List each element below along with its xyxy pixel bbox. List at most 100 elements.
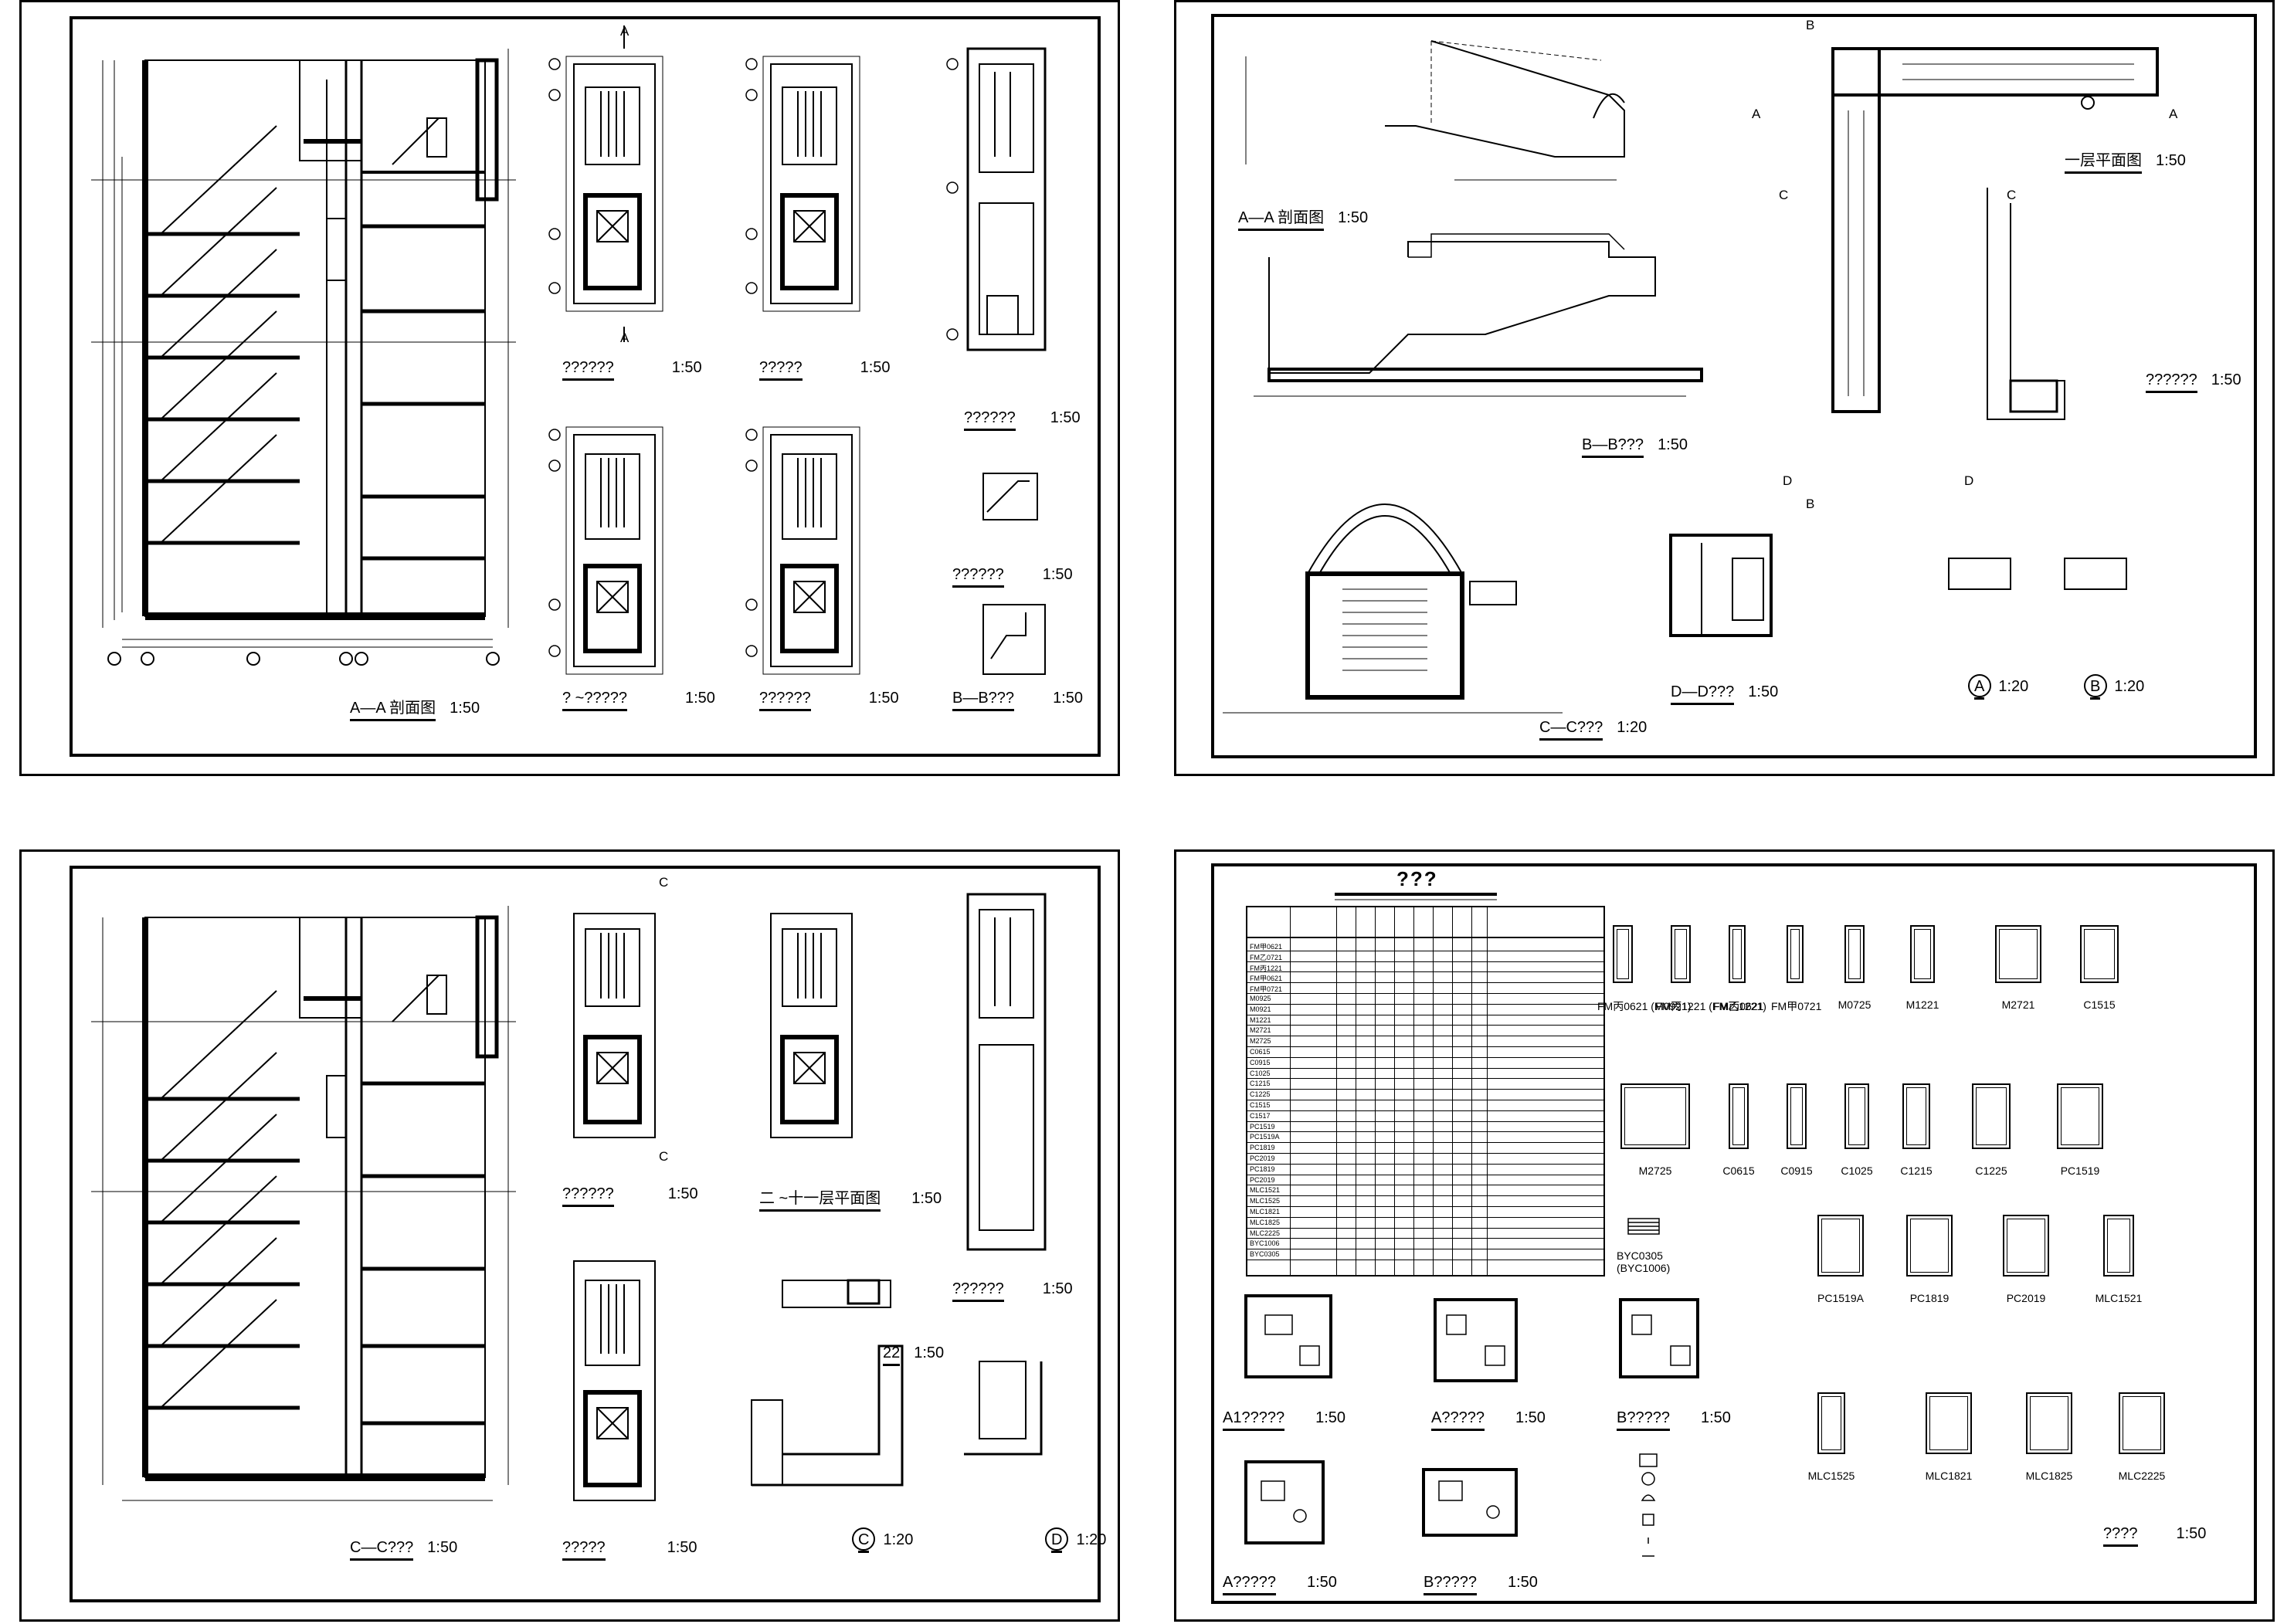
section-mark: C <box>659 875 669 890</box>
table-row-rule <box>1247 1195 1603 1197</box>
caption-scale: 1:50 <box>1053 690 1083 707</box>
section-mark: A <box>620 24 629 39</box>
window-elevation: M2725 <box>1605 1083 1705 1195</box>
table-cell-code: FM甲0621 <box>1250 943 1283 951</box>
window-code-label: C1215 <box>1900 1165 1933 1177</box>
drawing-caption: ??????1:50 <box>759 690 899 711</box>
window-code-label: M0725 <box>1838 998 1872 1011</box>
window-sash <box>1821 1219 1860 1273</box>
table-cell-code: BYC0305 <box>1250 1250 1280 1259</box>
window-elevation: PC1519 <box>2041 1083 2119 1195</box>
table-cell-code: M2721 <box>1250 1026 1271 1035</box>
window-code-label: M2725 <box>1638 1165 1672 1177</box>
window-code-label: PC1519A <box>1817 1292 1864 1304</box>
table-cell-code: MLC1825 <box>1250 1218 1281 1226</box>
table-cell-code: M0925 <box>1250 995 1271 1002</box>
table-row-rule <box>1247 961 1603 962</box>
window-code-label: MLC2225 <box>2118 1470 2166 1482</box>
window-frame <box>1620 1083 1690 1149</box>
caption-scale: 1:50 <box>671 359 702 376</box>
caption-scale: 1:50 <box>1658 436 1688 453</box>
window-sash <box>2007 1219 2045 1273</box>
caption-scale: 1:50 <box>911 1190 942 1207</box>
drawing-sheet-bottom-right: ??? <box>1174 849 2275 1622</box>
caption-title: 一层平面图 <box>2065 147 2142 174</box>
drawing-caption: C—C???1:20 <box>1539 719 1647 741</box>
caption-title: ?????? <box>562 359 614 381</box>
window-elevation: MLC1825 <box>2011 1392 2088 1500</box>
caption-scale: 1:50 <box>1306 1574 1337 1591</box>
drawing-caption: A????? 1:50 <box>1223 1574 1337 1595</box>
caption-title: B—B??? <box>1582 436 1644 458</box>
caption-scale: 1:50 <box>667 1185 698 1202</box>
section-mark: A <box>620 331 629 345</box>
window-frame <box>1817 1392 1845 1454</box>
table-cell-code: C1515 <box>1250 1101 1271 1109</box>
sheet-frame <box>1211 863 2257 1604</box>
window-elevation: FM甲0721 <box>1771 925 1822 1029</box>
drawing-caption: ?????1:50 <box>562 1539 697 1561</box>
window-code-label: PC1519 <box>2060 1165 2100 1177</box>
section-and-plan-drawings <box>91 25 1047 675</box>
window-code-label: MLC1821 <box>1925 1470 1973 1482</box>
caption-title: B <box>2090 678 2101 700</box>
caption-title: C—C??? <box>1539 719 1603 741</box>
window-elevation: MLC2225 <box>2103 1392 2180 1500</box>
caption-scale: 1:50 <box>2176 1525 2207 1542</box>
window-code-label: FM丙0621 <box>1713 1000 1764 1012</box>
sheet-frame <box>70 16 1101 757</box>
sheet-frame <box>1211 14 2257 758</box>
window-code-label: C1225 <box>1975 1165 2007 1177</box>
caption-title: 二 ~十一层平面图 <box>759 1185 881 1212</box>
window-code-label: MLC1825 <box>2025 1470 2073 1482</box>
window-sash <box>2107 1219 2130 1273</box>
window-frame <box>2057 1083 2103 1149</box>
caption-title: D <box>1051 1531 1063 1553</box>
table-row-rule <box>1247 1227 1603 1229</box>
table-cell-code: C0915 <box>1250 1058 1271 1066</box>
drawing-caption: A?????1:50 <box>1431 1409 1546 1431</box>
window-code-label: FM甲0721 <box>1771 1000 1822 1012</box>
caption-title: ?????? <box>2146 371 2197 393</box>
window-elevation: FM丙0621 <box>1713 925 1764 1029</box>
drawing-caption: B 1:20 <box>2090 678 2144 700</box>
window-elevation: C1025 <box>1829 1083 1885 1195</box>
table-cell-code: PC1519A <box>1250 1133 1280 1141</box>
drawing-caption: B?????1:50 <box>1617 1409 1731 1431</box>
caption-title: A????? <box>1431 1409 1485 1431</box>
caption-title: C <box>858 1531 870 1553</box>
window-frame <box>2119 1392 2165 1454</box>
caption-scale: 1:50 <box>2156 152 2186 169</box>
caption-title: C—C??? <box>350 1539 414 1561</box>
window-code-label: C0615 <box>1722 1165 1755 1177</box>
window-sash <box>1999 929 2038 979</box>
window-frame <box>1817 1215 1864 1276</box>
caption-title: B—B??? <box>952 690 1015 711</box>
section-mark: C <box>2007 188 2017 202</box>
table-cell-code: C0615 <box>1250 1048 1271 1056</box>
caption-title: A????? <box>1223 1574 1276 1595</box>
louver-label: BYC0305 (BYC1006) <box>1617 1249 1671 1274</box>
window-elevation: PC1819 <box>1891 1215 1968 1323</box>
window-sash <box>2030 1396 2068 1450</box>
window-elevation: FM丙0621 (M0921) <box>1597 925 1691 1029</box>
drawing-caption: B—B??? 1:50 <box>1582 436 1688 458</box>
table-row-rule <box>1247 1003 1603 1005</box>
caption-scale: 1:20 <box>2114 678 2145 695</box>
window-elevation: FM丙1221 (FM乙1221) <box>1655 925 1766 1029</box>
section-mark: D <box>1964 473 1974 488</box>
table-cell-code: M1221 <box>1250 1015 1271 1024</box>
section-and-plan-drawings <box>91 893 1068 1551</box>
window-sash <box>1914 929 1931 979</box>
caption-scale: 1:50 <box>914 1344 945 1361</box>
window-frame <box>2026 1392 2072 1454</box>
window-code-label: C1515 <box>2083 998 2116 1011</box>
caption-scale: 1:50 <box>1315 1409 1346 1426</box>
table-row-rule <box>1247 1142 1603 1144</box>
